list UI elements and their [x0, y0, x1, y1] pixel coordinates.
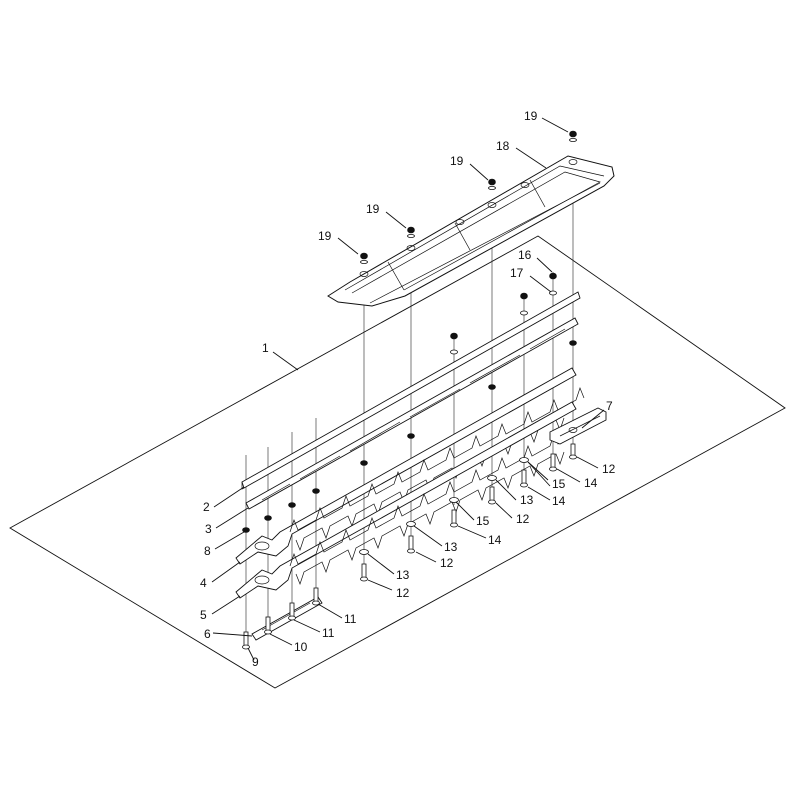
callout-12-b: 12 — [516, 512, 530, 526]
callout-3: 3 — [205, 522, 212, 536]
hardware-bolts — [242, 443, 577, 650]
callout-13-b: 13 — [444, 540, 458, 554]
callout-4: 4 — [200, 576, 207, 590]
callout-14-c: 14 — [488, 533, 502, 547]
callout-19-a: 19 — [524, 109, 538, 123]
nut-19-b — [407, 226, 415, 238]
callout-11-a: 11 — [322, 626, 335, 640]
nut-19-a — [360, 252, 368, 264]
leader-lines — [211, 117, 605, 661]
callout-labels: 1 2 3 8 4 5 6 9 10 11 11 7 12 14 15 14 1… — [200, 109, 616, 669]
assembly-boundary — [9, 235, 786, 689]
blade-cover-part — [327, 155, 615, 307]
guide-bar-part — [241, 291, 581, 490]
callout-18: 18 — [496, 139, 510, 153]
callout-13-a: 13 — [520, 493, 534, 507]
callout-10: 10 — [294, 640, 308, 654]
callout-12-a: 12 — [602, 462, 616, 476]
callout-15-a: 15 — [552, 477, 566, 491]
nut-19-c — [488, 178, 496, 190]
callout-12-d: 12 — [396, 586, 410, 600]
callout-16: 16 — [518, 248, 532, 262]
callout-1: 1 — [262, 341, 269, 355]
callout-14-b: 14 — [552, 494, 566, 508]
callout-7: 7 — [606, 399, 613, 413]
nut-19-d — [569, 130, 577, 142]
bottom-plate-part — [251, 596, 323, 641]
callout-8: 8 — [204, 544, 211, 558]
callout-12-c: 12 — [440, 556, 454, 570]
callout-14-a: 14 — [584, 476, 598, 490]
cover-nuts — [360, 130, 577, 264]
callout-19-b: 19 — [450, 154, 464, 168]
callout-11-b: 11 — [344, 612, 357, 626]
callout-6: 6 — [204, 627, 211, 641]
callout-19-c: 19 — [366, 202, 380, 216]
callout-17: 17 — [510, 266, 524, 280]
callout-5: 5 — [200, 608, 207, 622]
hardware-nuts-washers — [242, 272, 577, 555]
lower-cutter-blade-part — [235, 401, 585, 599]
callout-9: 9 — [252, 655, 259, 669]
bracket-part — [549, 407, 607, 445]
callout-19-d: 19 — [318, 229, 332, 243]
callout-2: 2 — [203, 500, 210, 514]
callout-15-b: 15 — [476, 514, 490, 528]
callout-13-c: 13 — [396, 568, 410, 582]
spacer-plate-part — [245, 317, 579, 510]
